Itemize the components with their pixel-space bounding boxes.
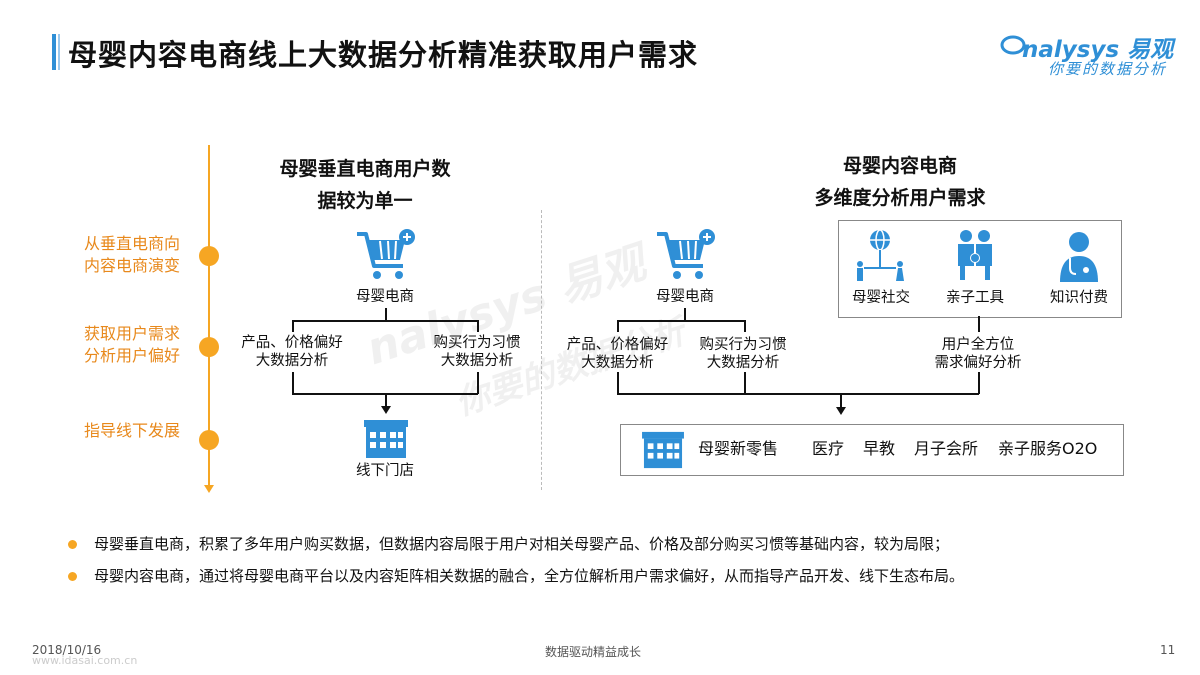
timeline-step-3: 指导线下发展 — [70, 420, 180, 442]
right-merge-down2 — [744, 372, 746, 394]
content-connector-down — [978, 316, 980, 332]
left-heading-line1: 母婴垂直电商用户数 — [279, 158, 451, 180]
left-branch-1-line2: 大数据分析 — [255, 353, 329, 369]
doctor-icon — [1060, 232, 1098, 282]
right-cart-label: 母婴电商 — [656, 289, 714, 305]
right-connector-down1 — [617, 320, 619, 332]
left-connector-hbar — [292, 320, 478, 322]
store-building-icon — [364, 420, 408, 458]
right-branch-1-line1: 产品、价格偏好 — [566, 337, 669, 353]
right-branch-1: 产品、价格偏好 大数据分析 — [560, 336, 675, 372]
left-branch-2-line1: 购买行为习惯 — [433, 335, 521, 351]
retail-item-medical: 医疗 — [812, 439, 845, 458]
content-analysis-line1: 用户全方位 — [941, 337, 1015, 353]
retail-building-icon — [642, 431, 684, 469]
right-branch-1-line2: 大数据分析 — [581, 355, 654, 371]
page-title: 母婴内容电商线上大数据分析精准获取用户需求 — [68, 38, 699, 72]
left-heading: 母婴垂直电商用户数 据较为单一 — [240, 153, 490, 217]
left-cart-label: 母婴电商 — [356, 289, 414, 305]
timeline-dot-3 — [199, 430, 219, 450]
content-analysis: 用户全方位 需求偏好分析 — [918, 336, 1038, 372]
logo — [1000, 30, 1180, 80]
retail-item-confinement: 月子会所 — [914, 439, 979, 458]
right-connector-stem — [684, 308, 686, 320]
left-branch-2: 购买行为习惯 大数据分析 — [422, 334, 532, 370]
footer-watermark-url: www.idasai.com.cn — [32, 654, 138, 667]
parent-child-icon — [958, 230, 992, 280]
left-connector-stem — [385, 308, 387, 320]
bullet-dot-2 — [68, 572, 77, 581]
timeline-line — [208, 145, 210, 490]
content-item-knowledge: 知识付费 — [1050, 290, 1108, 306]
social-network-icon — [857, 229, 904, 281]
timeline-step-1-line2: 内容电商演变 — [83, 256, 180, 275]
new-retail-box — [620, 424, 1124, 476]
retail-item-early-edu: 早教 — [863, 439, 896, 458]
left-connector-down2 — [477, 320, 479, 332]
title-accent-bar — [52, 34, 56, 70]
right-branch-2: 购买行为习惯 大数据分析 — [688, 336, 798, 372]
retail-label: 母婴新零售 — [698, 439, 779, 458]
left-branch-1: 产品、价格偏好 大数据分析 — [232, 334, 352, 370]
left-heading-line2: 据较为单一 — [317, 190, 413, 212]
left-arrow-down-icon — [381, 406, 391, 414]
right-merge-down3 — [978, 372, 980, 394]
page-number: 11 — [1160, 643, 1176, 657]
left-merge-down2 — [477, 372, 479, 394]
logo-swoosh-icon — [1000, 35, 1026, 55]
right-merge-hbar — [617, 393, 979, 395]
timeline-step-1-line1: 从垂直电商向 — [83, 234, 180, 253]
timeline-step-3-line1: 指导线下发展 — [83, 421, 180, 440]
column-divider — [541, 210, 542, 490]
timeline-step-2-line1: 获取用户需求 — [83, 324, 180, 343]
timeline-arrow-icon — [204, 485, 214, 493]
left-merge-down1 — [292, 372, 294, 394]
bullet-text-2: 母婴内容电商，通过将母婴电商平台以及内容矩阵相关数据的融合，全方位解析用户需求偏… — [94, 567, 965, 585]
logo-tagline: 你要的数据分析 — [1048, 60, 1168, 78]
left-branch-1-line1: 产品、价格偏好 — [241, 335, 343, 351]
left-branch-2-line2: 大数据分析 — [440, 353, 514, 369]
footer-slogan: 数据驱动精益成长 — [545, 645, 642, 659]
right-arrow-down-icon — [836, 407, 846, 415]
timeline-dot-1 — [199, 246, 219, 266]
bullet-dot-1 — [68, 540, 77, 549]
content-item-tools: 亲子工具 — [946, 290, 1004, 306]
right-heading-line2: 多维度分析用户需求 — [814, 187, 986, 209]
left-merge-arrow-stem — [385, 393, 387, 408]
right-branch-2-line2: 大数据分析 — [706, 355, 780, 371]
shopping-cart-icon-right — [657, 229, 715, 279]
timeline-step-2-line2: 分析用户偏好 — [83, 346, 180, 365]
content-analysis-line2: 需求偏好分析 — [934, 355, 1022, 371]
timeline-step-1: 从垂直电商向 内容电商演变 — [70, 233, 180, 277]
right-heading: 母婴内容电商 多维度分析用户需求 — [770, 150, 1030, 214]
shopping-cart-icon — [357, 229, 415, 279]
right-merge-arrow-stem — [840, 393, 842, 408]
bullet-text-1: 母婴垂直电商，积累了多年用户购买数据，但数据内容局限于用户对相关母婴产品、价格及… — [94, 535, 950, 553]
right-branch-2-line1: 购买行为习惯 — [699, 337, 787, 353]
right-connector-down2 — [744, 320, 746, 332]
right-merge-down1 — [617, 372, 619, 394]
title-accent-bar-light — [58, 34, 60, 70]
logo-text: nalysys 易观 — [1022, 37, 1174, 63]
content-item-social: 母婴社交 — [852, 290, 910, 306]
right-connector-hbar — [617, 320, 745, 322]
left-connector-down1 — [292, 320, 294, 332]
timeline-step-2: 获取用户需求 分析用户偏好 — [70, 323, 180, 367]
timeline-dot-2 — [199, 337, 219, 357]
footer-date: 2018/10/16 — [32, 643, 102, 657]
retail-item-o2o: 亲子服务O2O — [998, 439, 1098, 458]
right-heading-line1: 母婴内容电商 — [842, 155, 957, 177]
left-store-label: 线下门店 — [356, 463, 414, 479]
